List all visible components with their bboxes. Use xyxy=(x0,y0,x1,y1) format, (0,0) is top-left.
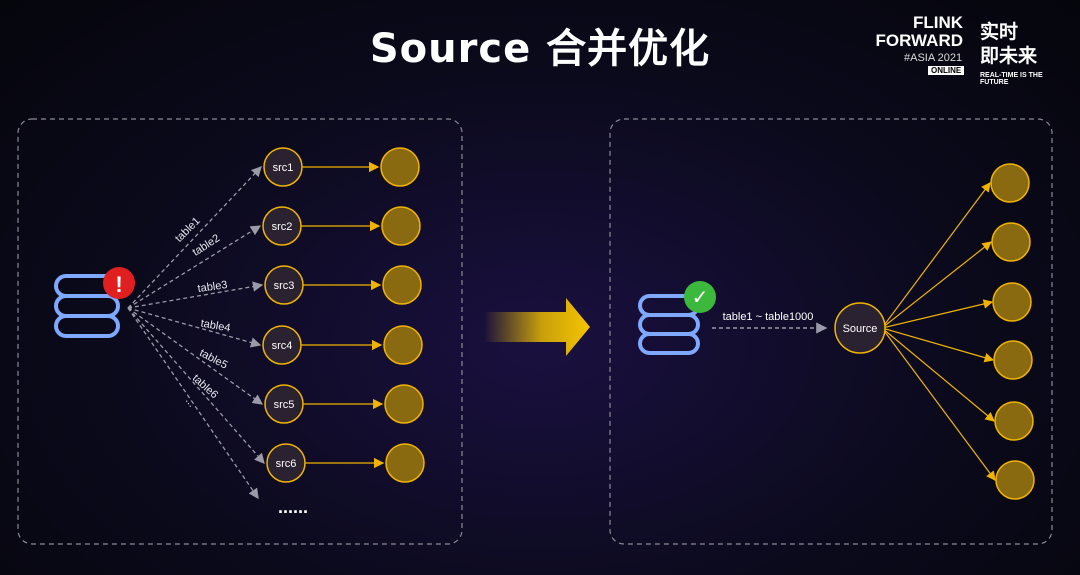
fanout-edge-6 xyxy=(881,327,996,481)
fanout-edge-2 xyxy=(881,241,992,329)
sink-node-2 xyxy=(381,206,421,246)
table-edge-6 xyxy=(127,307,265,464)
left-panel xyxy=(17,118,463,545)
table-edge-2 xyxy=(127,225,262,309)
fanout-edge-4 xyxy=(881,327,995,363)
source-label-2: src2 xyxy=(272,221,293,233)
event-logo: FLINK FORWARD #ASIA 2021 ONLINE 实时 即未来 R… xyxy=(868,14,1068,87)
logo-online-badge: ONLINE xyxy=(928,66,965,75)
right-sink-node-1 xyxy=(990,163,1030,203)
error-mark: ! xyxy=(115,272,122,297)
source-label-4: src4 xyxy=(272,340,293,352)
source-node-6 xyxy=(266,443,306,483)
table-label-4: table4 xyxy=(200,318,232,335)
error-badge: ! xyxy=(103,267,135,299)
merged-edge-label: table1 ~ table1000 xyxy=(723,311,814,323)
logo-flink-forward: FLINK FORWARD xyxy=(868,14,963,50)
right-sink-node-4 xyxy=(993,340,1033,380)
transition-arrow xyxy=(484,298,590,356)
table-edge-3 xyxy=(127,281,264,309)
source-label-3: src3 xyxy=(274,280,295,292)
right-sink-node-5 xyxy=(994,401,1034,441)
sink-node-3 xyxy=(382,265,422,305)
table-edge-1 xyxy=(127,166,262,309)
sink-node-6 xyxy=(385,443,425,483)
logo-line2: FORWARD xyxy=(875,31,963,50)
merged-source-label: Source xyxy=(843,323,878,335)
right-sink-node-2 xyxy=(991,222,1031,262)
source-node-4 xyxy=(262,325,302,365)
source-label-5: src5 xyxy=(274,399,295,411)
sink-node-4 xyxy=(383,325,423,365)
page-title: Source 合并优化 xyxy=(369,26,711,72)
source-label-1: src1 xyxy=(273,162,294,174)
table-edge-more xyxy=(127,307,259,500)
right-panel xyxy=(609,118,1053,545)
right-sink-node-6 xyxy=(995,460,1035,500)
logo-edition: #ASIA 2021 xyxy=(904,52,963,64)
logo-cn-slogan: 实时 即未来 xyxy=(980,20,1037,68)
fanout-edge-1 xyxy=(881,182,991,329)
merged-source-node: Source xyxy=(834,302,886,354)
source-label-6: src6 xyxy=(276,458,297,470)
source-node-3 xyxy=(264,265,304,305)
table-edge-4 xyxy=(127,307,262,348)
sink-node-5 xyxy=(384,384,424,424)
source-node-5 xyxy=(264,384,304,424)
ok-badge: ✓ xyxy=(684,281,716,313)
table-edge-5 xyxy=(127,307,264,405)
logo-line1: FLINK xyxy=(912,13,963,32)
table-label-5: table5 xyxy=(197,347,229,372)
fanout-edge-5 xyxy=(881,327,995,422)
fanout-edge-3 xyxy=(881,299,994,329)
logo-cn-line1: 实时 xyxy=(980,21,1019,43)
table-label-3: table3 xyxy=(197,279,228,295)
check-mark: ✓ xyxy=(692,285,709,309)
source-node-1 xyxy=(263,147,303,187)
logo-cn-line2: 即未来 xyxy=(980,45,1038,67)
source-node-2 xyxy=(262,206,302,246)
logo-tagline: REAL-TIME IS THE FUTURE xyxy=(980,72,1043,86)
right-sink-node-3 xyxy=(992,282,1032,322)
table-label-1: table1 xyxy=(173,215,203,245)
more-sources-ellipsis: ...... xyxy=(278,497,308,517)
sink-node-1 xyxy=(380,147,420,187)
